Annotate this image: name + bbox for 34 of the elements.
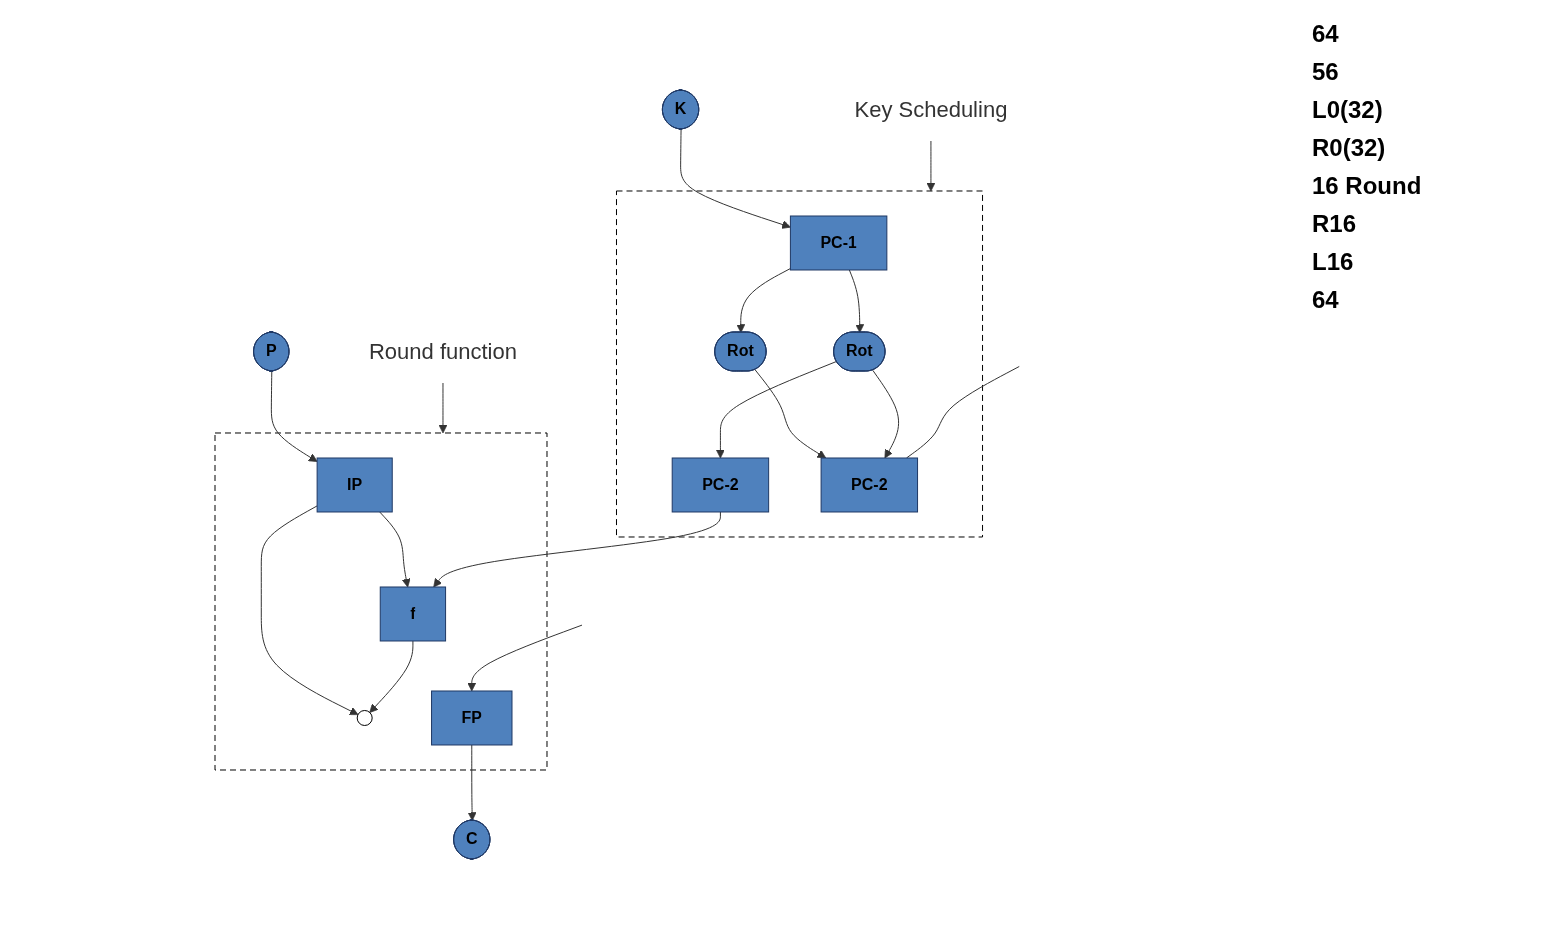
arrow [260,504,359,715]
arrow [926,140,936,191]
arrow [467,624,583,691]
arrow [754,368,826,458]
node-box: PC-2 [671,457,769,512]
node-box: PC-1 [789,215,888,270]
arrow [715,360,837,458]
arrow [848,269,864,333]
node-box: PC-2 [820,457,918,512]
arrow [433,511,721,587]
bit-width-label: 64 [1312,20,1340,48]
arrow [679,128,791,229]
bit-width-label: L16 [1312,248,1355,276]
bit-width-label: 64 [1312,286,1340,314]
cluster [214,432,548,770]
node-box: f [379,586,446,641]
node-box: FP [430,690,513,745]
bit-width-label: R0(32) [1312,134,1387,162]
arrow [369,640,414,713]
cluster [615,190,983,537]
arrow [736,267,791,333]
arrow [872,369,899,458]
bit-width-label: L0(32) [1312,96,1384,124]
arrow [467,744,477,821]
bit-width-label: 16 Round [1312,172,1423,200]
arrow [438,382,448,433]
node-text: Key Scheduling [854,96,1008,122]
bit-width-label: R16 [1312,210,1358,238]
bit-width-label: 56 [1312,58,1340,86]
node-box: IP [316,457,393,512]
arrow [378,511,411,587]
node-circle [356,709,373,726]
node-text: Round function [368,338,517,364]
arrow [270,370,318,462]
